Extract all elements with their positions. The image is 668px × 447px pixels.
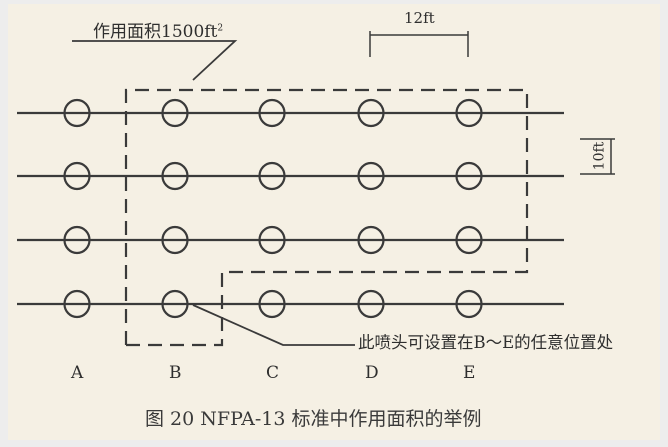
sprinkler-head	[455, 161, 483, 191]
dimension-10ft	[580, 138, 615, 175]
column-label: C	[266, 363, 280, 383]
sprinkler-head	[258, 98, 286, 128]
design-area-boundary	[124, 88, 529, 347]
dimension-12ft	[369, 31, 469, 57]
sprinkler-head	[455, 225, 483, 255]
dimension-10ft-label: 10ft	[591, 141, 608, 171]
sprinkler-head	[357, 289, 385, 319]
sprinkler-head	[63, 98, 91, 128]
sprinkler-head	[357, 161, 385, 191]
area-label: 作用面积1500ft2	[93, 24, 223, 41]
sprinkler-head	[455, 289, 483, 319]
column-label: E	[463, 363, 476, 383]
column-label: A	[71, 363, 84, 383]
sprinkler-head	[258, 225, 286, 255]
sprinkler-head	[258, 289, 286, 319]
area-label-text: 作用面积1500ft	[93, 22, 218, 42]
note-leader	[192, 304, 355, 346]
sprinkler-head	[63, 225, 91, 255]
dimension-12ft-label: 12ft	[404, 9, 435, 27]
column-label: D	[365, 363, 379, 383]
movable-head-note: 此喷头可设置在B～E的任意位置处	[358, 333, 614, 352]
sprinkler-head	[455, 98, 483, 128]
sprinkler-head	[258, 161, 286, 191]
column-label: B	[169, 363, 182, 383]
sprinkler-head	[63, 161, 91, 191]
sprinkler-head	[161, 161, 189, 191]
area-label-leader	[72, 40, 238, 81]
sprinkler-head	[357, 98, 385, 128]
paper-background	[8, 4, 660, 440]
sprinkler-head	[161, 289, 189, 319]
sprinkler-head	[357, 225, 385, 255]
sprinkler-head	[161, 98, 189, 128]
sprinkler-head	[63, 289, 91, 319]
sprinkler-head	[161, 225, 189, 255]
area-label-superscript: 2	[217, 23, 224, 34]
figure-caption: 图 20 NFPA-13 标准中作用面积的举例	[145, 408, 482, 430]
